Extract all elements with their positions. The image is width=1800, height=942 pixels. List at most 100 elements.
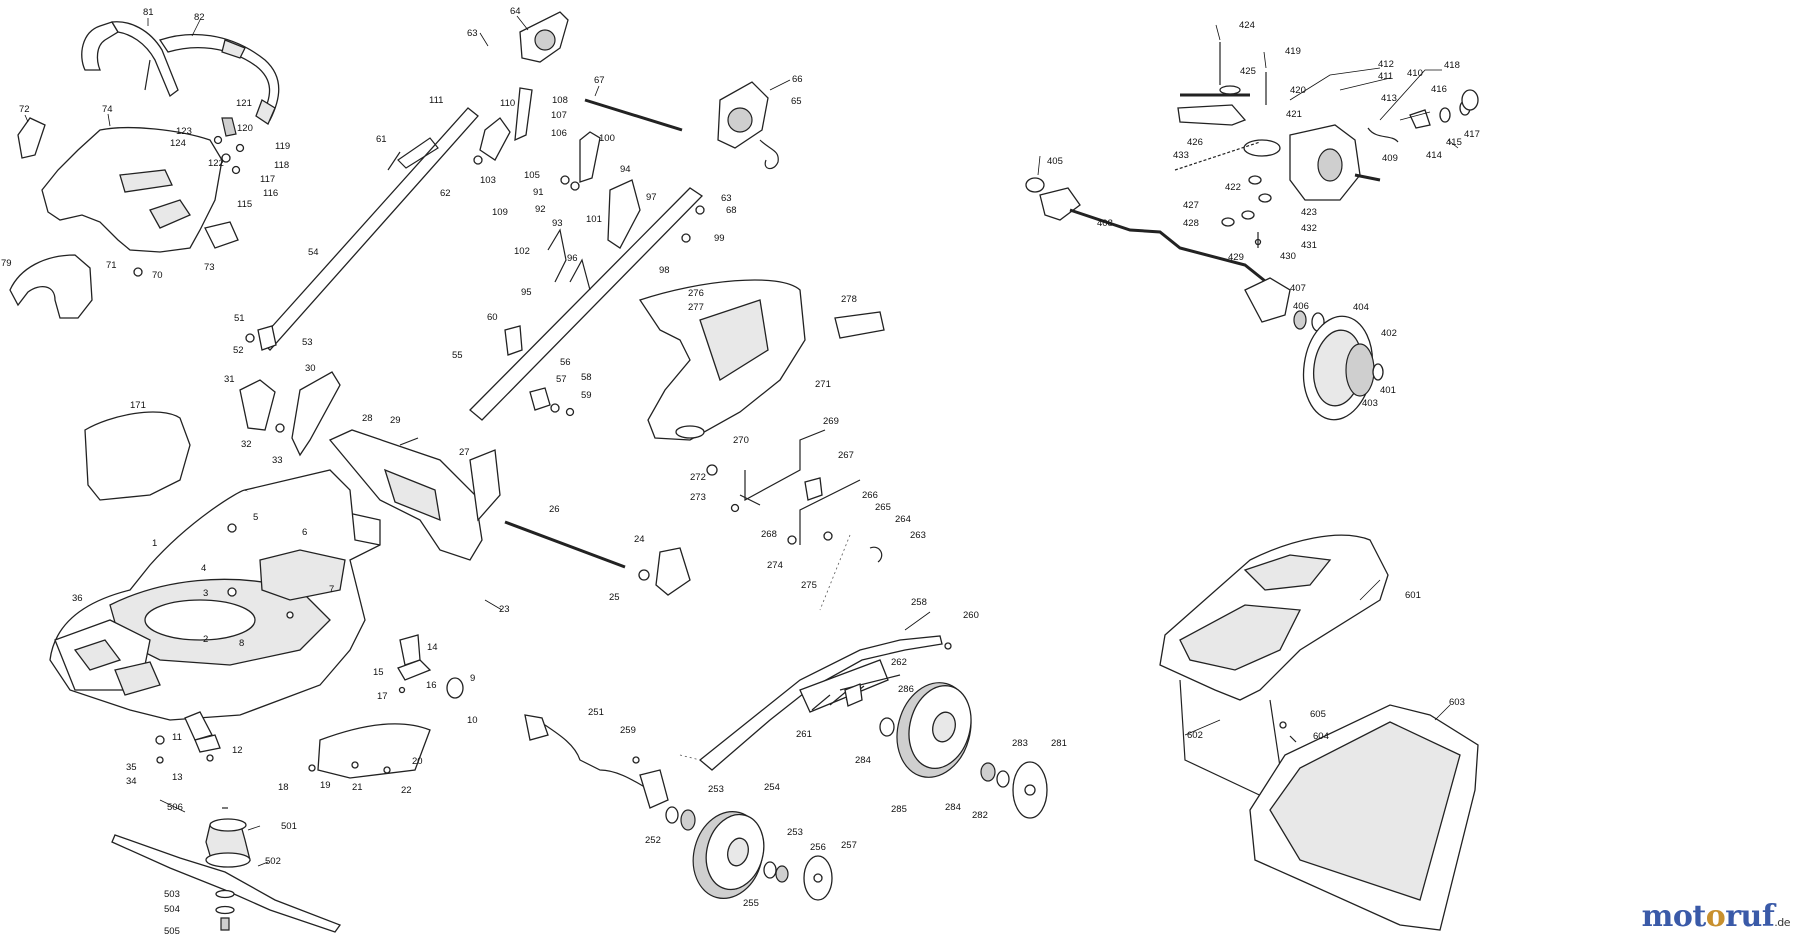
label-105: 105 — [524, 170, 540, 181]
label-284b: 284 — [945, 802, 961, 813]
label-419: 419 — [1285, 46, 1301, 57]
blade-assembly — [111, 807, 342, 933]
label-110: 110 — [500, 98, 515, 109]
label-64: 64 — [510, 6, 521, 17]
label-253b: 253 — [787, 827, 803, 838]
label-6: 6 — [302, 527, 307, 538]
label-259: 259 — [620, 725, 636, 736]
part-number-labels: 81 82 72 74 121 120 123 124 122 119 118 … — [1, 6, 1480, 937]
label-12: 12 — [232, 745, 243, 756]
label-31: 31 — [224, 374, 235, 385]
upper-handle-bar — [81, 21, 280, 125]
label-275: 275 — [801, 580, 817, 591]
label-255: 255 — [743, 898, 759, 909]
label-120: 120 — [237, 123, 253, 134]
label-266: 266 — [862, 490, 878, 501]
label-284: 284 — [855, 755, 871, 766]
label-70: 70 — [152, 270, 163, 281]
label-99: 99 — [714, 233, 725, 244]
label-285: 285 — [891, 804, 907, 815]
label-103: 103 — [480, 175, 496, 186]
label-100: 100 — [599, 133, 615, 144]
logo-part-2: o — [1705, 899, 1726, 934]
label-55: 55 — [452, 350, 463, 361]
label-117: 117 — [260, 174, 275, 185]
label-408: 408 — [1097, 218, 1113, 229]
label-9: 9 — [470, 673, 475, 684]
label-51: 51 — [234, 313, 245, 324]
label-59: 59 — [581, 390, 592, 401]
label-274: 274 — [767, 560, 783, 571]
label-407: 407 — [1290, 283, 1306, 294]
label-82: 82 — [194, 12, 205, 23]
lower-handle-tubes — [259, 98, 704, 421]
label-61: 61 — [376, 134, 387, 145]
label-282: 282 — [972, 810, 988, 821]
label-68: 68 — [726, 205, 737, 216]
label-271: 271 — [815, 379, 831, 390]
label-95: 95 — [521, 287, 532, 298]
logo-part-3: ruf — [1725, 899, 1775, 934]
label-10: 10 — [467, 715, 478, 726]
label-404: 404 — [1353, 302, 1369, 313]
label-73: 73 — [204, 262, 215, 273]
label-35: 35 — [126, 762, 137, 773]
label-502: 502 — [265, 856, 281, 867]
label-412: 412 — [1378, 59, 1394, 70]
label-57: 57 — [556, 374, 567, 385]
handle-clamps — [245, 325, 575, 417]
label-416: 416 — [1431, 84, 1447, 95]
label-418: 418 — [1444, 60, 1460, 71]
label-106: 106 — [551, 128, 567, 139]
label-21: 21 — [352, 782, 363, 793]
label-119: 119 — [275, 141, 290, 152]
label-52: 52 — [233, 345, 244, 356]
label-22: 22 — [401, 785, 412, 796]
speed-control-housing — [519, 11, 779, 170]
label-65: 65 — [791, 96, 802, 107]
label-256: 256 — [810, 842, 826, 853]
label-26: 26 — [549, 504, 560, 515]
label-602: 602 — [1187, 730, 1203, 741]
label-421: 421 — [1286, 109, 1302, 120]
label-15: 15 — [373, 667, 384, 678]
label-276: 276 — [688, 288, 704, 299]
label-505: 505 — [164, 926, 180, 937]
drive-rod — [1039, 187, 1325, 332]
label-102: 102 — [514, 246, 530, 257]
label-94: 94 — [620, 164, 631, 175]
side-cover — [655, 547, 691, 596]
label-25: 25 — [609, 592, 620, 603]
label-17: 17 — [377, 691, 388, 702]
label-116: 116 — [263, 188, 278, 199]
label-30: 30 — [305, 363, 316, 374]
label-16: 16 — [426, 680, 437, 691]
label-14: 14 — [427, 642, 438, 653]
label-426: 426 — [1187, 137, 1203, 148]
label-93: 93 — [552, 218, 563, 229]
label-171: 171 — [130, 400, 146, 411]
label-414: 414 — [1426, 150, 1442, 161]
label-7: 7 — [329, 584, 334, 595]
label-19: 19 — [320, 780, 331, 791]
label-23: 23 — [499, 604, 510, 615]
label-278: 278 — [841, 294, 857, 305]
mulch-plug — [84, 411, 191, 501]
label-1: 1 — [152, 538, 157, 549]
label-53: 53 — [302, 337, 313, 348]
label-265: 265 — [875, 502, 891, 513]
label-604: 604 — [1313, 731, 1329, 742]
label-420: 420 — [1290, 85, 1306, 96]
label-603: 603 — [1449, 697, 1465, 708]
label-33: 33 — [272, 455, 283, 466]
label-503: 503 — [164, 889, 180, 900]
label-423: 423 — [1301, 207, 1317, 218]
label-97: 97 — [646, 192, 657, 203]
label-428: 428 — [1183, 218, 1199, 229]
label-124: 124 — [170, 138, 186, 149]
label-410: 410 — [1407, 68, 1423, 79]
handle-console — [17, 117, 239, 253]
drive-gear — [1302, 315, 1384, 421]
label-54: 54 — [308, 247, 319, 258]
label-63: 63 — [467, 28, 478, 39]
